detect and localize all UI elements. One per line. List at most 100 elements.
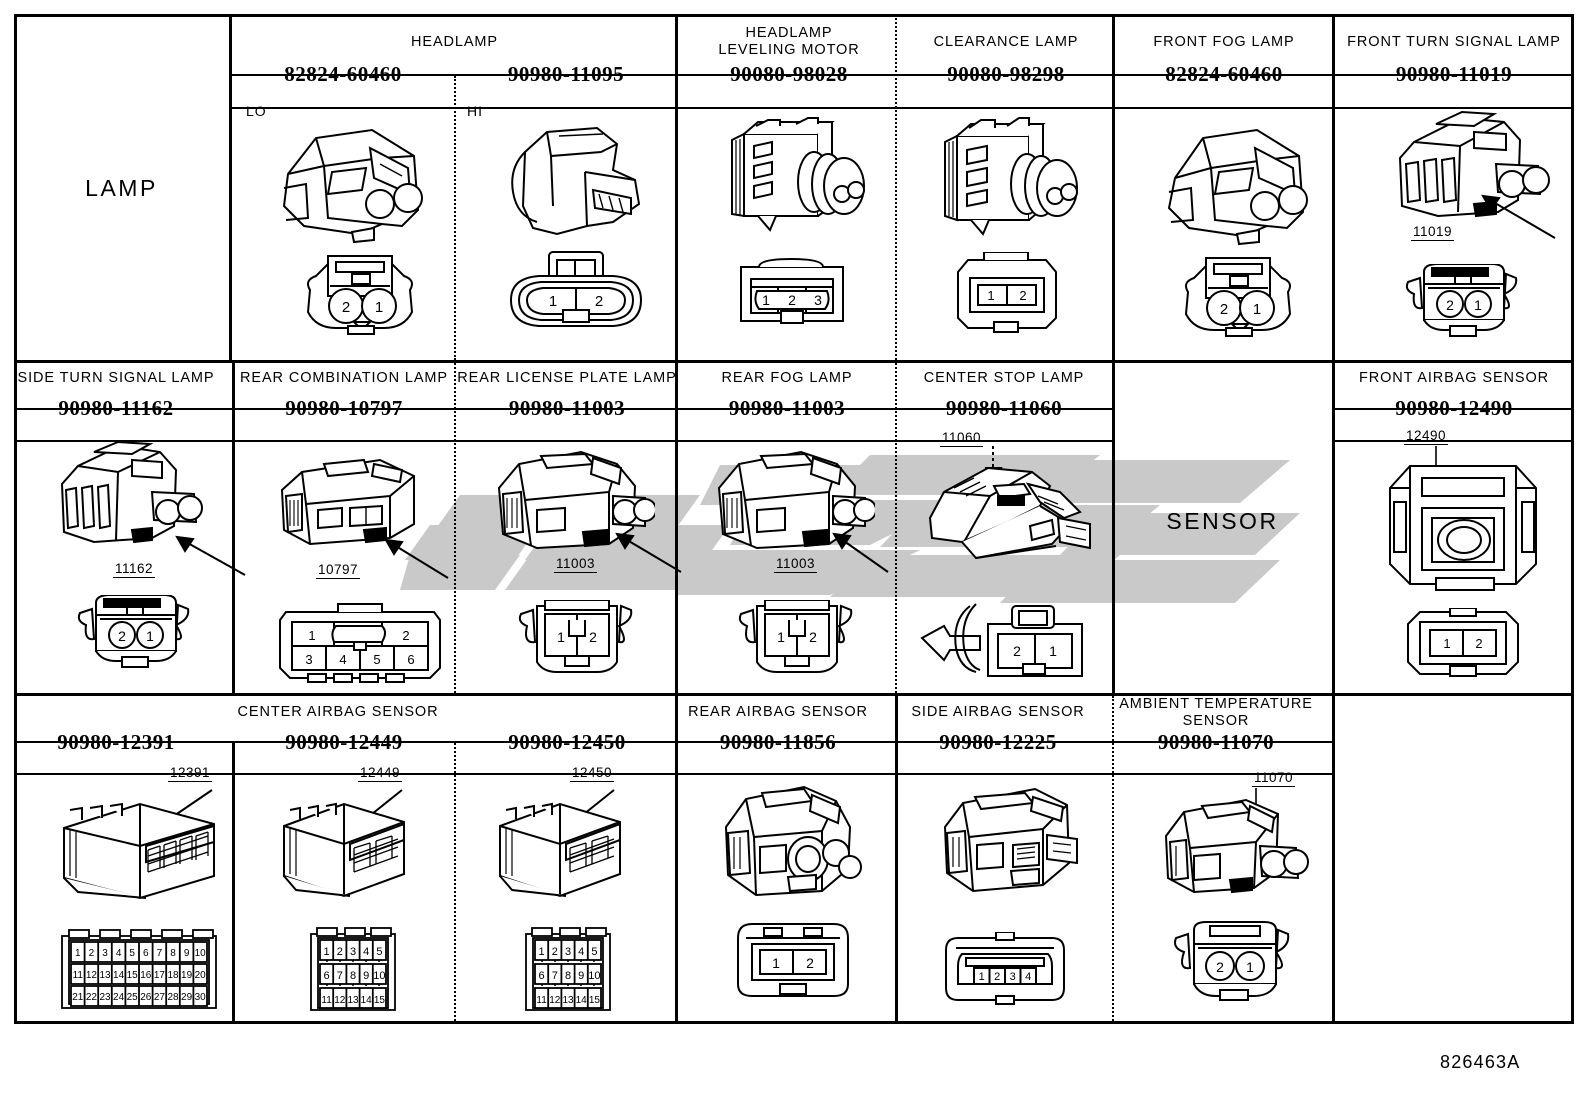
sub-label-lo: LO bbox=[246, 103, 267, 119]
header-rear-combination-lamp: REAR COMBINATION LAMP bbox=[240, 370, 448, 386]
pin-label: 1 bbox=[1049, 643, 1057, 659]
pin-label: 1 bbox=[75, 948, 81, 959]
pin-label: 1 bbox=[539, 946, 545, 958]
pin-label: 1 bbox=[1474, 297, 1482, 313]
pin-label: 27 bbox=[154, 992, 166, 1003]
pin-label: 3 bbox=[565, 946, 571, 958]
pin-label: 2 bbox=[1013, 643, 1021, 659]
pin-label: 12 bbox=[334, 995, 346, 1006]
pin-label: 5 bbox=[376, 946, 382, 958]
pin-label: 24 bbox=[113, 992, 125, 1003]
header-center-stop-lamp: CENTER STOP LAMP bbox=[923, 370, 1085, 386]
callout-11070: 11070 bbox=[1252, 770, 1296, 787]
pin-grid-r3c3: 1 2 3 4 5 6 7 8 9 10 11 12 13 14 15 bbox=[522, 926, 614, 1012]
pin-label: 17 bbox=[154, 970, 166, 981]
pin-label: 13 bbox=[99, 970, 111, 981]
pin-label: 10 bbox=[588, 970, 600, 982]
pin-diagram-r1c6: 2 1 bbox=[1400, 264, 1530, 344]
part-number-r2c1: 90980-11162 bbox=[58, 396, 174, 420]
pin-label: 1 bbox=[308, 628, 315, 643]
connector-illustration-r2c1 bbox=[48, 440, 208, 560]
pin-label: 1 bbox=[1443, 636, 1450, 651]
pin-label: 15 bbox=[127, 970, 139, 981]
pin-label: 8 bbox=[170, 948, 176, 959]
pin-label: 13 bbox=[562, 995, 574, 1006]
pin-label: 2 bbox=[1220, 301, 1228, 318]
header-front-fog-lamp: FRONT FOG LAMP bbox=[1153, 34, 1295, 50]
callout-arrow-11003-b bbox=[812, 518, 922, 576]
pin-label: 10 bbox=[195, 948, 207, 959]
pin-label: 7 bbox=[552, 970, 558, 982]
header-ambient-temperature-sensor: AMBIENT TEMPERATURE SENSOR bbox=[1116, 696, 1316, 730]
pin-label: 29 bbox=[181, 992, 193, 1003]
header-line-1: HEADLAMP bbox=[745, 25, 833, 41]
pin-label: 3 bbox=[350, 946, 356, 958]
part-number-r3c6: 90980-11070 bbox=[1157, 730, 1275, 754]
connector-illustration-r2c5 bbox=[920, 462, 1100, 572]
pin-label: 1 bbox=[1246, 959, 1254, 975]
pin-label: 6 bbox=[143, 948, 149, 959]
part-number-r2c3: 90980-11003 bbox=[508, 396, 626, 420]
pin-label: 18 bbox=[167, 970, 179, 981]
connector-illustration-r3c3 bbox=[488, 790, 628, 908]
pin-label: 3 bbox=[814, 292, 822, 308]
callout-11003-b: 11003 bbox=[774, 556, 818, 573]
pin-diagram-r1c4: 1 2 bbox=[950, 252, 1066, 334]
part-number-r2c5: 90980-11060 bbox=[945, 396, 1063, 420]
pin-label: 1 bbox=[772, 955, 780, 971]
pin-label: 30 bbox=[195, 992, 207, 1003]
callout-12450: 12450 bbox=[570, 765, 615, 782]
pin-diagram-r2c4: 1 2 bbox=[733, 600, 863, 680]
pin-diagram-r2c6: 1 2 bbox=[1398, 608, 1528, 682]
part-number-r2c6: 90980-12490 bbox=[1395, 396, 1513, 420]
pin-label: 4 bbox=[578, 946, 584, 958]
pin-label: 2 bbox=[118, 628, 126, 644]
pin-label: 11 bbox=[321, 995, 332, 1006]
callout-11019: 11019 bbox=[1411, 224, 1455, 241]
connector-illustration-r1c6 bbox=[1378, 108, 1558, 238]
pin-label: 2 bbox=[1475, 636, 1482, 651]
pin-label: 8 bbox=[565, 970, 571, 982]
pin-label: 1 bbox=[549, 293, 557, 310]
header-front-airbag-sensor: FRONT AIRBAG SENSOR bbox=[1358, 370, 1550, 386]
header-side-airbag-sensor: SIDE AIRBAG SENSOR bbox=[911, 704, 1085, 720]
pin-label: 19 bbox=[181, 970, 193, 981]
connector-illustration-r1c3 bbox=[710, 110, 880, 340]
pin-diagram-r2c5: 2 1 bbox=[920, 598, 1090, 682]
part-number-r1c6: 90980-11019 bbox=[1395, 62, 1513, 86]
pin-diagram-r1c5: 2 1 bbox=[1178, 252, 1298, 338]
callout-11003-a: 11003 bbox=[554, 556, 598, 573]
connector-illustration-r3c1 bbox=[50, 790, 220, 910]
pin-label: 28 bbox=[167, 992, 179, 1003]
header-line-1: AMBIENT TEMPERATURE bbox=[1119, 696, 1313, 712]
pin-label: 12 bbox=[86, 970, 98, 981]
pin-label: 12 bbox=[549, 995, 561, 1006]
sub-label-hi: HI bbox=[467, 103, 483, 119]
part-number-r1c2: 90980-11095 bbox=[507, 62, 625, 86]
group-label-lamp: LAMP bbox=[85, 175, 158, 201]
pin-label: 14 bbox=[361, 995, 373, 1006]
pin-label: 3 bbox=[305, 652, 312, 667]
callout-12449: 12449 bbox=[358, 765, 403, 782]
part-number-r3c4: 90980-11856 bbox=[719, 730, 837, 754]
pin-label: 4 bbox=[1025, 971, 1031, 983]
pin-label: 2 bbox=[806, 955, 814, 971]
header-rear-airbag-sensor: REAR AIRBAG SENSOR bbox=[688, 704, 868, 720]
pin-label: 1 bbox=[979, 971, 985, 983]
callout-11162: 11162 bbox=[113, 561, 156, 578]
header-center-airbag-sensor: CENTER AIRBAG SENSOR bbox=[237, 704, 439, 720]
callout-arrow-11019 bbox=[1455, 180, 1575, 242]
pin-grid-r3c2: 1 2 3 4 5 6 7 8 9 10 11 12 13 14 15 bbox=[307, 926, 399, 1012]
connector-illustration-r1c5 bbox=[1145, 108, 1320, 338]
header-headlamp-leveling-motor: HEADLAMP LEVELING MOTOR bbox=[680, 25, 898, 59]
pin-label: 13 bbox=[347, 995, 359, 1006]
header-headlamp: HEADLAMP bbox=[411, 34, 498, 50]
pin-label: 14 bbox=[113, 970, 125, 981]
pin-label: 26 bbox=[140, 992, 152, 1003]
pin-label: 2 bbox=[1446, 297, 1454, 313]
callout-11060: 11060 bbox=[940, 430, 984, 447]
pin-label: 9 bbox=[363, 970, 369, 982]
header-rear-fog-lamp: REAR FOG LAMP bbox=[721, 370, 853, 386]
pin-label: 5 bbox=[373, 652, 380, 667]
